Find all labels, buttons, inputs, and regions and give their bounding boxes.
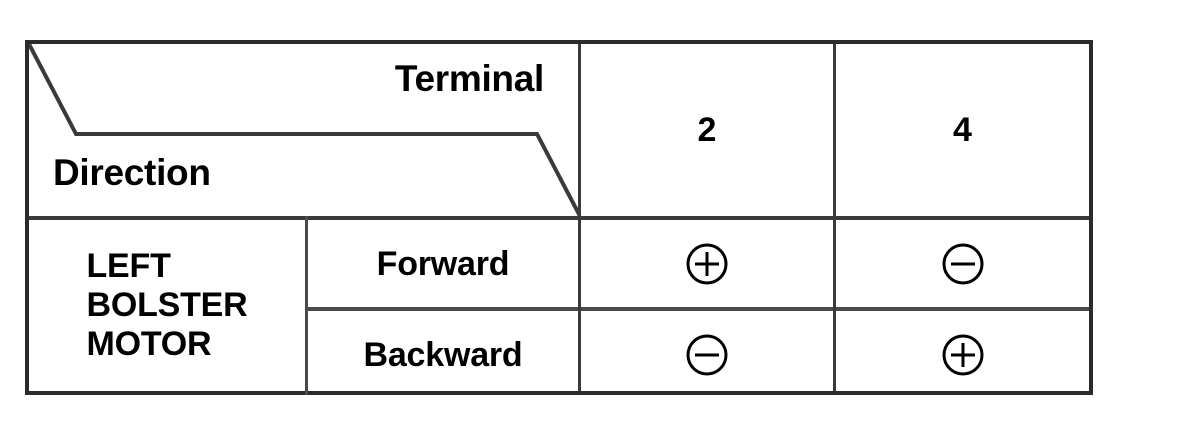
component-name-cell: LEFT BOLSTER MOTOR — [29, 216, 305, 395]
terminal-axis-label: Terminal — [394, 58, 544, 99]
row-divider — [305, 307, 1089, 311]
terminal-column-header-4: 4 — [953, 111, 972, 149]
diagonal-divider-icon — [29, 44, 578, 216]
direction-axis-label: Direction — [53, 152, 211, 193]
polarity-cell-backward-terminal-4 — [836, 311, 1089, 399]
column-divider-terminal-2 — [578, 44, 581, 391]
direction-cell-forward: Forward — [376, 245, 510, 283]
direction-cell-backward: Backward — [363, 336, 523, 374]
circled-plus-icon — [942, 334, 983, 376]
circled-plus-icon — [686, 243, 728, 285]
circled-minus-icon — [942, 243, 983, 285]
component-name-label: LEFT BOLSTER MOTOR — [86, 247, 248, 363]
terminal-polarity-table: Terminal Direction 2 4 LEFT BOLSTER MOTO… — [25, 40, 1093, 395]
polarity-cell-backward-terminal-2 — [581, 311, 833, 399]
circled-minus-icon — [686, 334, 728, 376]
polarity-cell-forward-terminal-2 — [581, 220, 833, 308]
column-divider-terminal-4 — [833, 44, 836, 391]
polarity-cell-forward-terminal-4 — [836, 220, 1089, 308]
corner-header-cell: Terminal Direction — [29, 44, 578, 216]
terminal-column-header-2: 2 — [697, 111, 717, 149]
header-body-divider — [29, 216, 1089, 220]
column-divider-direction — [305, 216, 308, 395]
